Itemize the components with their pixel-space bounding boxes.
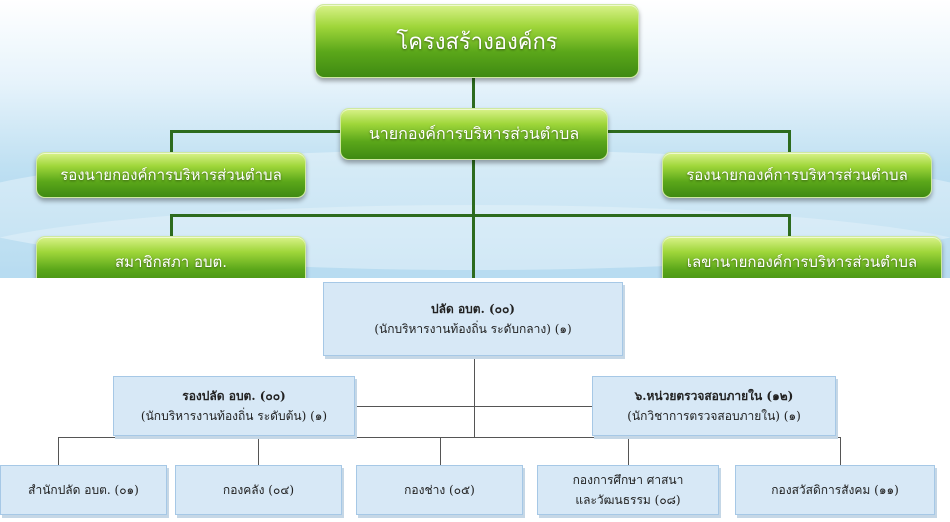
department-label: กองช่าง (๐๕) [404,483,475,497]
council-box: สมาชิกสภา อบต. [36,236,306,278]
connector-deputy-left-drop [170,130,173,154]
department-label: กองคลัง (๐๔) [222,483,295,497]
deputy-chief-box: รองปลัด อบต. (๐๐) (นักบริหารงานท้องถิ่น … [113,376,355,436]
connector-title-mayor [472,78,475,110]
connector-dept-1 [58,437,59,465]
internal-audit-subtitle: (นักวิชาการตรวจสอบภายใน) (๑) [627,409,801,423]
political-structure-panel: โครงสร้างองค์กร นายกองค์การบริหารส่วนตำบ… [0,0,950,278]
council-label: สมาชิกสภา อบต. [114,253,227,271]
chief-admin-box: ปลัด อบต. (๐๐) (นักบริหารงานท้องถิ่น ระด… [323,282,623,356]
connector-lower [170,214,790,217]
connector-dept-2 [258,437,259,465]
department-box: กองสวัสดิการสังคม (๑๑) [735,465,935,515]
department-box: กองช่าง (๐๕) [356,465,523,515]
department-box: สำนักปลัด อบต. (๐๑) [0,465,167,515]
connector-dept-4 [628,437,629,465]
department-box: กองการศึกษา ศาสนา และวัฒนธรรม (๐๘) [537,465,719,515]
deputy-mayor-left-label: รองนายกองค์การบริหารส่วนตำบล [60,166,282,184]
connector-council-drop [170,214,173,238]
connector-deputy-audit [355,406,592,407]
deputy-chief-subtitle: (นักบริหารงานท้องถิ่น ระดับต้น) (๑) [140,409,328,423]
department-box: กองคลัง (๐๔) [175,465,342,515]
internal-audit-title: ๖.หน่วยตรวจสอบภายใน (๑๒) [634,389,794,403]
department-label-line2: และวัฒนธรรม (๐๘) [575,493,681,507]
mayor-label: นายกองค์การบริหารส่วนตำบล [368,123,580,143]
internal-audit-box: ๖.หน่วยตรวจสอบภายใน (๑๒) (นักวิชาการตรวจ… [592,376,836,436]
connector-dept-5 [840,437,841,465]
secretary-label: เลขานายกองค์การบริหารส่วนตำบล [686,253,918,271]
department-label: กองการศึกษา ศาสนา [572,473,684,487]
org-title-box: โครงสร้างองค์กร [315,4,639,78]
chief-admin-subtitle: (นักบริหารงานท้องถิ่น ระดับกลาง) (๑) [374,322,572,336]
deputy-mayor-right-box: รองนายกองค์การบริหารส่วนตำบล [662,152,932,198]
org-title: โครงสร้างองค์กร [396,29,558,55]
deputy-chief-title: รองปลัด อบต. (๐๐) [182,389,286,403]
connector-deputy-right-drop [788,130,791,154]
connector-departments [58,437,840,438]
deputy-mayor-left-box: รองนายกองค์การบริหารส่วนตำบล [36,152,306,198]
department-label: สำนักปลัด อบต. (๐๑) [28,483,139,497]
connector-dept-3 [440,437,441,465]
connector-chief-down [474,356,475,437]
secretary-box: เลขานายกองค์การบริหารส่วนตำบล [662,236,942,278]
connector-secretary-drop [788,214,791,238]
mayor-box: นายกองค์การบริหารส่วนตำบล [340,108,608,160]
deputy-mayor-right-label: รองนายกองค์การบริหารส่วนตำบล [686,166,908,184]
department-label: กองสวัสดิการสังคม (๑๑) [771,483,899,497]
connector-spine [472,158,475,278]
chief-admin-title: ปลัด อบต. (๐๐) [431,302,515,316]
